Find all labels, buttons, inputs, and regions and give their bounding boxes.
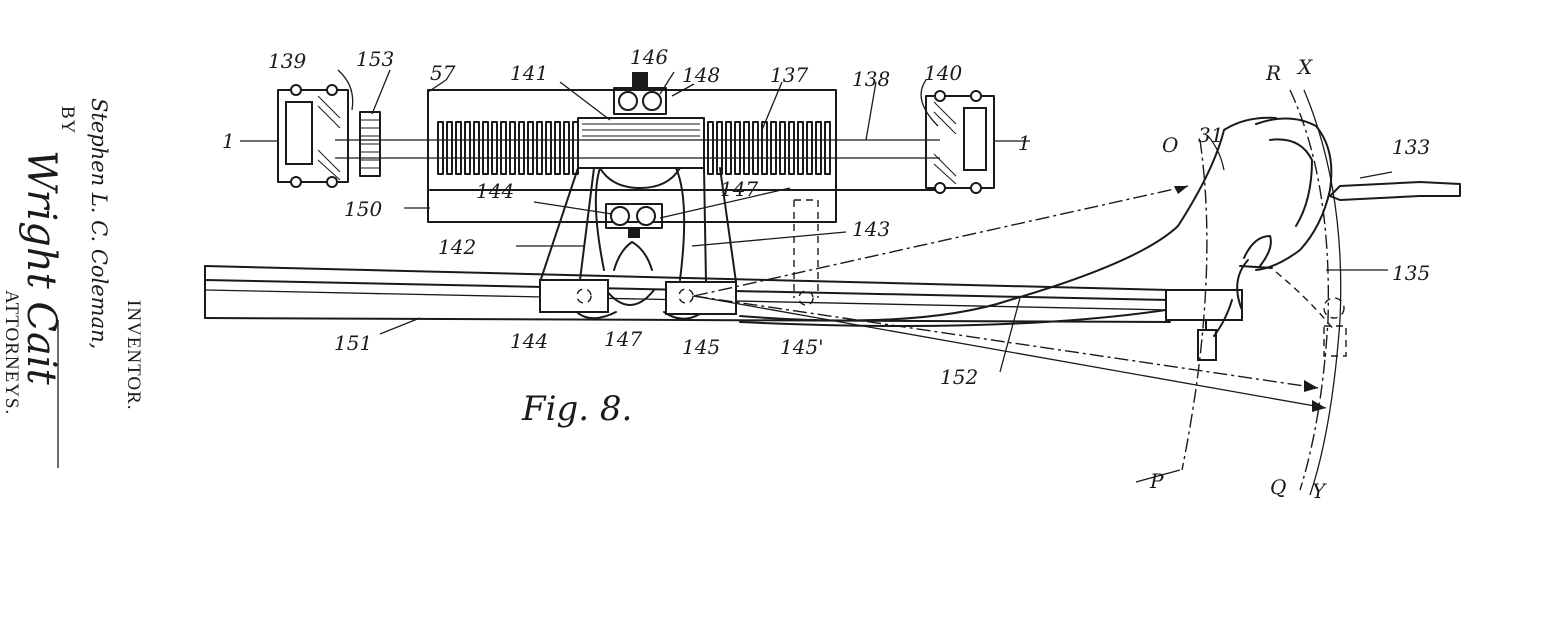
numeral-133: 133 <box>1392 135 1430 159</box>
lever-arm <box>739 116 1461 357</box>
letter-q: Q <box>1270 475 1286 499</box>
numeral-31: 31 <box>1198 123 1223 147</box>
by-label: BY <box>57 106 78 134</box>
numeral-145-prime: 145' <box>780 335 824 359</box>
numeral-144-bottom: 144 <box>510 329 548 353</box>
left-end-cap <box>277 84 349 188</box>
attribution-block: INVENTOR. Stephen L. C. Coleman, BY Wrig… <box>1 98 144 468</box>
numeral-139: 139 <box>268 49 306 73</box>
coil-spring <box>437 121 831 175</box>
right-end-cap <box>925 90 995 194</box>
numeral-145: 145 <box>682 335 720 359</box>
numeral-142: 142 <box>438 235 476 259</box>
numeral-141: 141 <box>510 61 548 85</box>
leader-lines <box>337 69 1393 373</box>
reference-numerals: 139 153 57 141 146 148 137 138 140 1 1 1… <box>222 45 1430 389</box>
numeral-146: 146 <box>630 45 668 69</box>
central-carriage <box>577 117 705 189</box>
numeral-151: 151 <box>334 331 372 355</box>
numeral-148: 148 <box>682 63 720 87</box>
inventor-heading: INVENTOR. <box>123 300 144 411</box>
numeral-150: 150 <box>344 197 382 221</box>
letter-p: P <box>1149 469 1164 493</box>
letter-x: X <box>1296 55 1313 79</box>
top-roller <box>613 72 667 115</box>
numeral-1-left: 1 <box>222 129 235 153</box>
numeral-143: 143 <box>852 217 890 241</box>
lower-roller <box>605 203 663 238</box>
numeral-147-top: 147 <box>720 177 758 201</box>
letter-y: Y <box>1312 479 1327 503</box>
numeral-135: 135 <box>1392 261 1430 285</box>
numeral-1-right: 1 <box>1018 131 1031 155</box>
upper-assembly <box>240 72 1030 238</box>
letter-o: O <box>1162 133 1178 157</box>
attorneys-heading: ATTORNEYS. <box>1 290 22 415</box>
numeral-137: 137 <box>770 63 808 87</box>
figure-caption: Fig. 8. <box>521 389 632 429</box>
pinion-153 <box>359 111 381 177</box>
inventor-name: Stephen L. C. Coleman, <box>87 98 111 349</box>
numeral-152: 152 <box>940 365 978 389</box>
numeral-138: 138 <box>852 67 890 91</box>
numeral-57: 57 <box>430 61 456 85</box>
numeral-147-bottom: 147 <box>604 327 642 351</box>
reference-letters: O R X P Q Y <box>1149 55 1327 503</box>
numeral-140: 140 <box>924 61 962 85</box>
construction-lines <box>693 89 1388 496</box>
attorney-signature: Wright Cait <box>18 150 64 386</box>
letter-r: R <box>1265 61 1281 85</box>
numeral-144-top: 144 <box>476 179 514 203</box>
numeral-153: 153 <box>356 47 394 71</box>
